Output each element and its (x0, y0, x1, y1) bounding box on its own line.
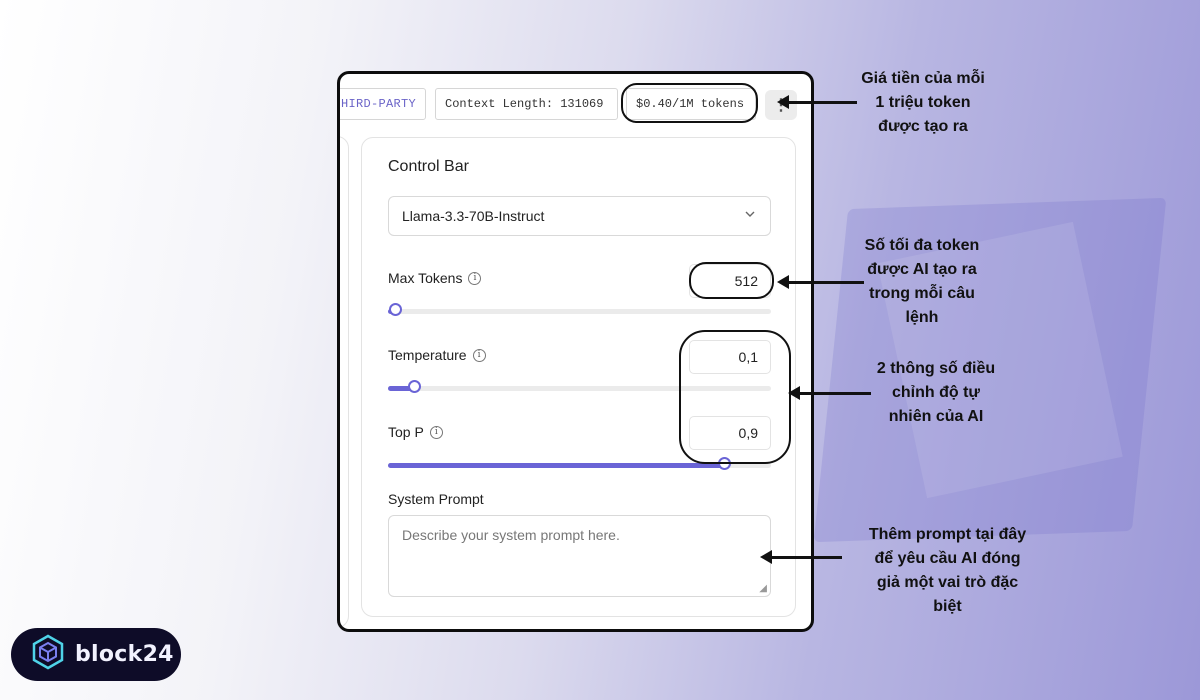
card-title: Control Bar (388, 158, 469, 175)
price-tag: $0.40/1M tokens (626, 88, 756, 120)
price-annotation: Giá tiền của mỗi 1 triệu token được tạo … (861, 70, 985, 135)
max-tokens-slider[interactable] (388, 303, 771, 316)
logo-text: block24 (75, 642, 174, 667)
model-select-value: Llama-3.3-70B-Instruct (402, 208, 545, 224)
provider-tag: HIRD-PARTY (340, 88, 426, 120)
params-highlight-ring (679, 330, 791, 464)
price-highlight-ring (621, 83, 758, 123)
screenshot-frame: HIRD-PARTY Context Length: 131069 $0.40/… (337, 71, 814, 632)
system-prompt-placeholder: Describe your system prompt here. (402, 527, 620, 543)
left-panel-edge (340, 136, 349, 628)
info-icon[interactable]: i (429, 425, 443, 439)
prompt-annotation: Thêm prompt tại đây để yêu cầu AI đóng g… (868, 526, 1027, 615)
temperature-label: Temperature (388, 347, 467, 363)
temperature-input[interactable]: 0,1 (689, 340, 771, 374)
info-icon[interactable]: i (468, 271, 482, 285)
chevron-down-icon (744, 208, 756, 223)
cube-logo-icon (31, 634, 65, 675)
arrow-head-icon (760, 550, 772, 564)
max-tokens-arrow (777, 275, 864, 289)
params-annotation: 2 thông số điều chỉnh độ tự nhiên của AI (876, 360, 996, 425)
max-tokens-annotation: Số tối đa token được AI tạo ra trong mỗi… (864, 237, 980, 326)
price-arrow (777, 95, 857, 109)
temperature-slider-fill (388, 386, 415, 391)
model-info-bar: HIRD-PARTY Context Length: 131069 $0.40/… (340, 88, 811, 122)
control-bar-card: Control Bar Llama-3.3-70B-Instruct Max T… (361, 137, 796, 617)
params-arrow (788, 386, 871, 400)
system-prompt-label: System Prompt (388, 491, 484, 507)
temperature-label-row: Temperature i (388, 347, 486, 363)
block24-logo: block24 (11, 628, 181, 681)
top-p-label: Top P (388, 424, 424, 440)
max-tokens-slider-thumb[interactable] (388, 303, 402, 316)
max-tokens-highlight-ring (689, 262, 774, 299)
model-select[interactable]: Llama-3.3-70B-Instruct (388, 196, 771, 236)
context-length-tag: Context Length: 131069 (435, 88, 618, 120)
arrow-head-icon (777, 275, 789, 289)
top-p-input[interactable]: 0,9 (689, 416, 771, 450)
max-tokens-label: Max Tokens (388, 270, 463, 286)
temperature-slider-thumb[interactable] (407, 380, 421, 393)
system-prompt-textarea[interactable]: Describe your system prompt here. ◢ (388, 515, 771, 597)
arrow-head-icon (777, 95, 789, 109)
info-icon[interactable]: i (472, 348, 486, 362)
top-p-slider-fill (388, 463, 726, 468)
resize-grip-icon[interactable]: ◢ (759, 583, 767, 594)
max-tokens-label-row: Max Tokens i (388, 270, 482, 286)
top-p-label-row: Top P i (388, 424, 443, 440)
prompt-arrow (760, 550, 842, 564)
temperature-slider[interactable] (388, 380, 771, 393)
arrow-head-icon (788, 386, 800, 400)
